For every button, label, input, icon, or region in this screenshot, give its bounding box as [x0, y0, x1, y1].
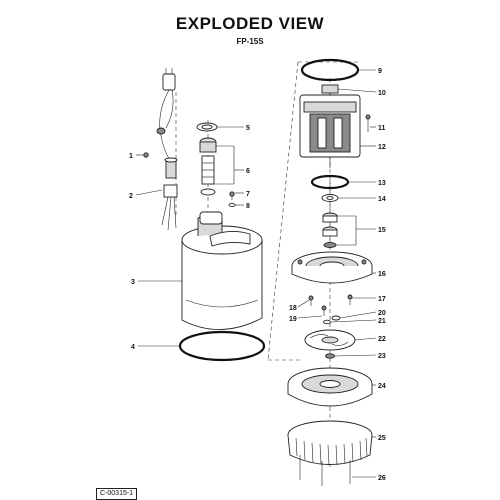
callout-9: 9 — [378, 68, 382, 75]
callout-11: 11 — [378, 125, 386, 132]
leader-lines — [135, 69, 377, 478]
screw-7 — [229, 191, 235, 200]
motor-housing — [299, 84, 361, 168]
callout-24: 24 — [378, 383, 386, 390]
diagram-title: EXPLODED VIEW — [175, 14, 325, 33]
pump-casing — [181, 211, 263, 330]
callout-3: 3 — [131, 279, 135, 286]
callout-17: 17 — [378, 296, 386, 303]
base-bolts — [299, 455, 351, 486]
callout-23: 23 — [378, 353, 386, 360]
callout-numbers: 1 2 3 4 5 6 7 8 9 10 11 12 13 14 15 16 1… — [129, 68, 386, 482]
callout-18: 18 — [289, 305, 297, 312]
oil-casing — [291, 251, 373, 284]
power-plug — [156, 68, 176, 161]
impeller — [304, 329, 356, 351]
callout-4: 4 — [131, 344, 135, 351]
small-screws-17-21 — [308, 294, 353, 325]
callout-13: 13 — [378, 180, 386, 187]
hose-coupling — [199, 137, 217, 196]
document-code: C-00315-1 — [96, 488, 138, 500]
callout-15: 15 — [378, 227, 386, 234]
screw-1 — [143, 152, 149, 158]
callout-7: 7 — [246, 191, 250, 198]
callout-19: 19 — [289, 316, 297, 323]
callout-8: 8 — [246, 203, 250, 210]
washer-8 — [228, 202, 236, 208]
seal-14 — [321, 194, 339, 202]
screw-11 — [365, 114, 371, 132]
callout-20: 20 — [378, 310, 386, 317]
clamp-ring — [196, 122, 218, 132]
strainer-base — [287, 420, 373, 466]
impeller-nut — [325, 353, 335, 359]
callout-12: 12 — [378, 144, 386, 151]
casing-o-ring — [178, 330, 266, 362]
callout-6: 6 — [246, 168, 250, 175]
callout-10: 10 — [378, 90, 386, 97]
callout-26: 26 — [378, 475, 386, 482]
callout-1: 1 — [129, 153, 133, 160]
cable-gland — [161, 157, 178, 231]
callout-5: 5 — [246, 125, 250, 132]
callout-16: 16 — [378, 271, 386, 278]
callout-21: 21 — [378, 318, 386, 325]
mechanical-seal-set — [322, 212, 338, 248]
top-o-ring — [300, 58, 360, 82]
callout-25: 25 — [378, 435, 386, 442]
model-number: FP-15S — [236, 37, 264, 46]
callout-14: 14 — [378, 196, 386, 203]
callout-22: 22 — [378, 336, 386, 343]
suction-cover — [287, 367, 373, 407]
callout-2: 2 — [129, 193, 133, 200]
